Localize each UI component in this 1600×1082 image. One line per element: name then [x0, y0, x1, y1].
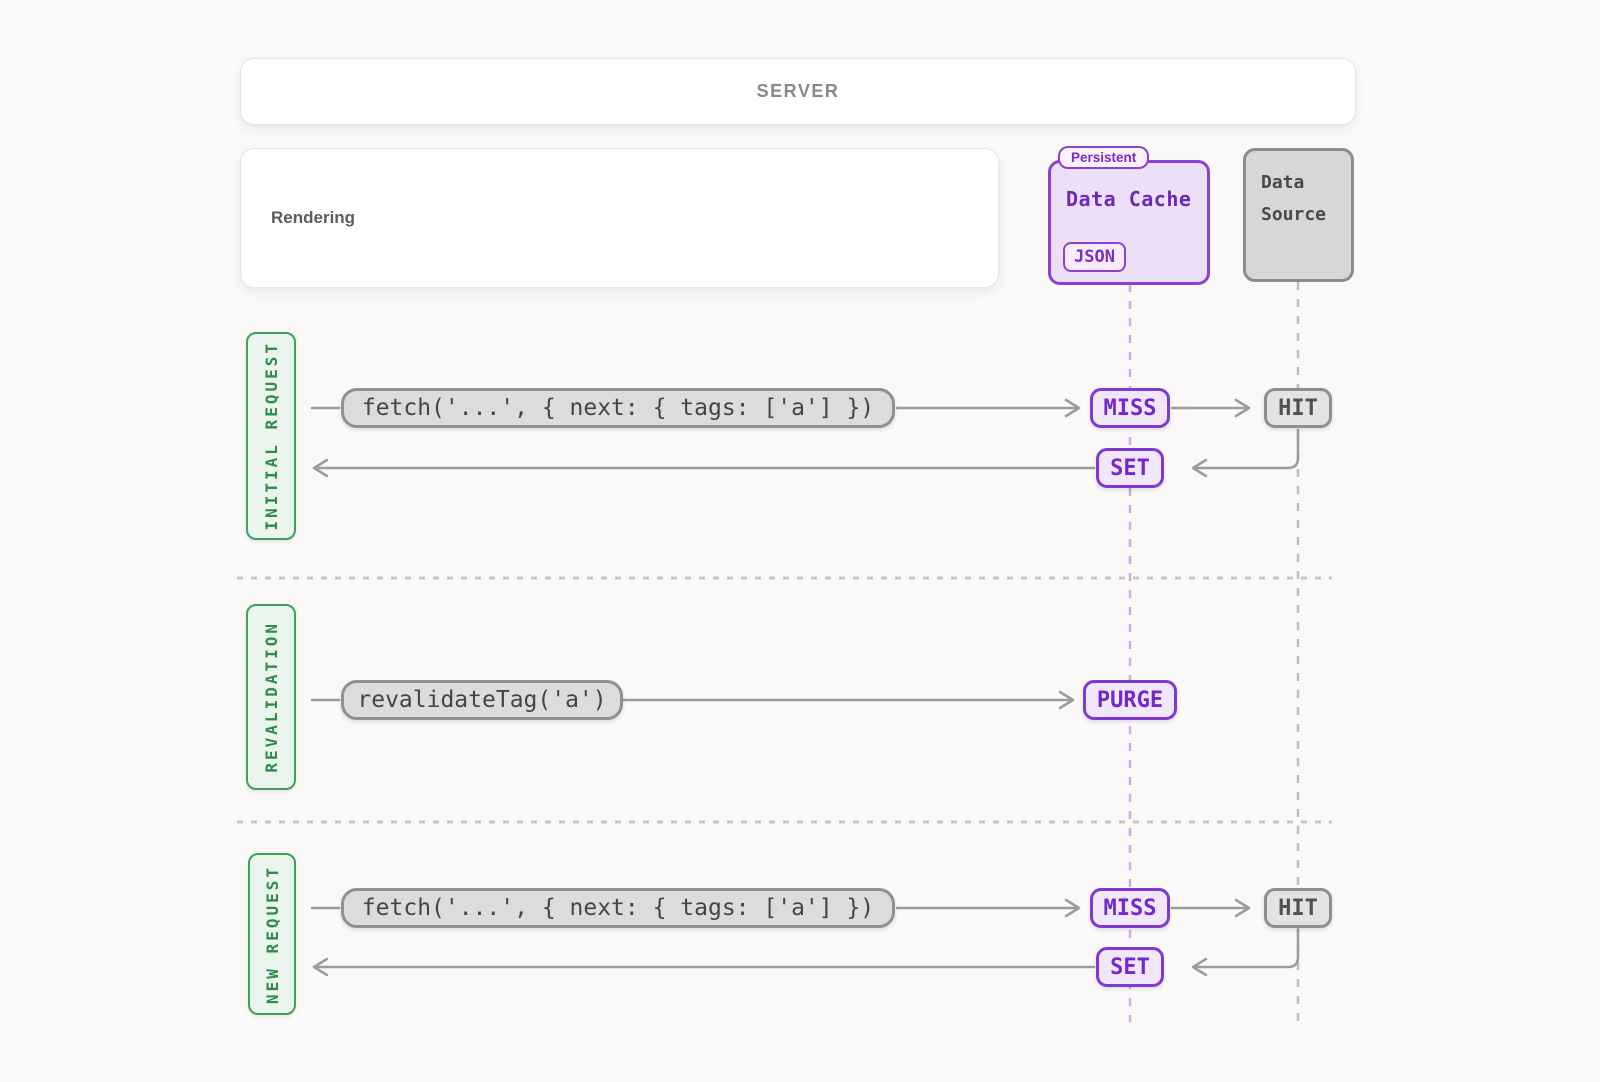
lane-label-new-request: NEW REQUEST — [248, 853, 296, 1015]
revalidate-tag-pill: revalidateTag('a') — [341, 680, 623, 720]
rendering-box: Rendering — [240, 148, 999, 288]
lane-label-text: INITIAL REQUEST — [261, 341, 281, 531]
data-source-line2: Source — [1261, 204, 1327, 226]
server-box: SERVER — [240, 58, 1356, 125]
data-source-line1: Data — [1261, 172, 1305, 193]
server-label: SERVER — [756, 81, 840, 101]
persistent-badge: Persistent — [1058, 146, 1150, 169]
data-cache-title: Data Cache — [1066, 187, 1192, 211]
rendering-label: Rendering — [271, 208, 356, 227]
cache-set-pill: SET — [1096, 947, 1164, 987]
lane-label-revalidation: REVALIDATION — [246, 604, 296, 790]
lane-label-text: REVALIDATION — [261, 621, 281, 773]
json-chip: JSON — [1063, 242, 1126, 272]
source-hit-pill: HIT — [1264, 388, 1332, 428]
data-source-box: Data Source — [1243, 148, 1354, 282]
cache-purge-pill: PURGE — [1083, 680, 1177, 720]
fetch-call-pill: fetch('...', { next: { tags: ['a'] }) — [341, 888, 895, 928]
data-cache-box: Data Cache JSON — [1048, 160, 1210, 285]
lane-label-text: NEW REQUEST — [262, 864, 282, 1004]
cache-miss-pill: MISS — [1090, 888, 1170, 928]
cache-miss-pill: MISS — [1090, 388, 1170, 428]
cache-set-pill: SET — [1096, 448, 1164, 488]
fetch-call-pill: fetch('...', { next: { tags: ['a'] }) — [341, 388, 895, 428]
source-hit-pill: HIT — [1264, 888, 1332, 928]
lane-label-initial-request: INITIAL REQUEST — [246, 332, 296, 540]
